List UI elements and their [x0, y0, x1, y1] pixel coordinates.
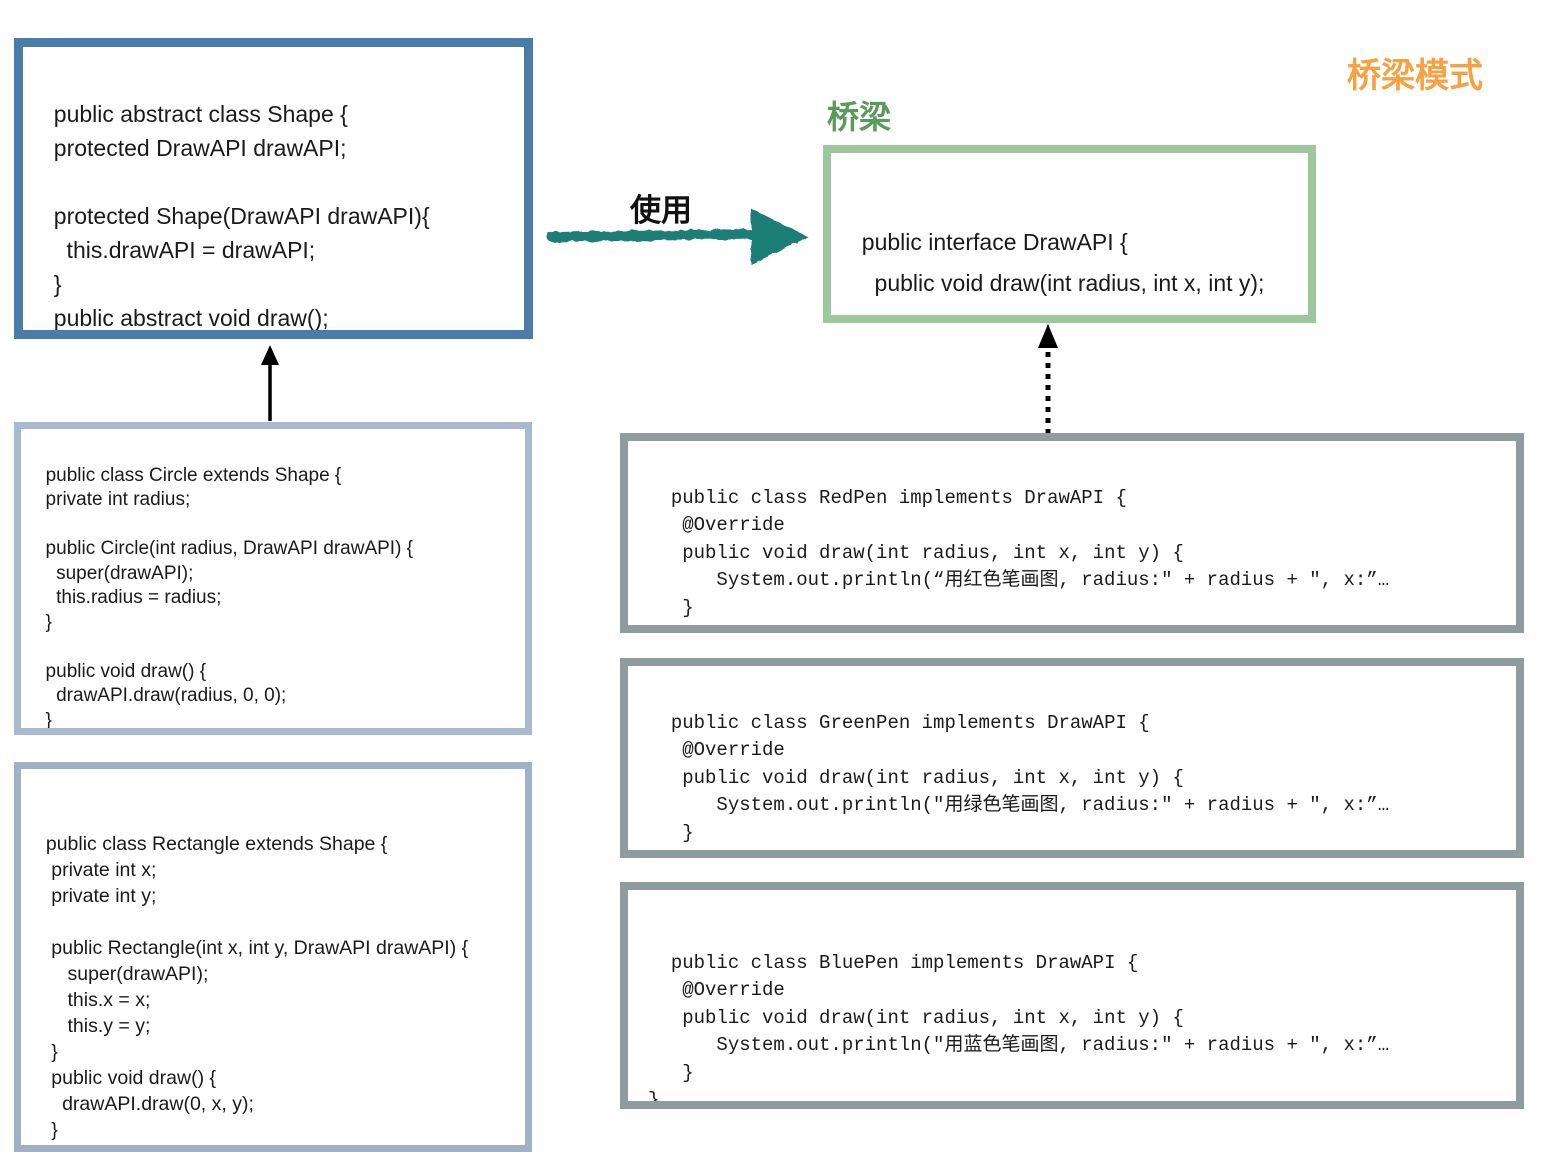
circle-code-box: public class Circle extends Shape { priv… — [14, 422, 532, 735]
use-label: 使用 — [630, 193, 692, 228]
redpen-code-box: public class RedPen implements DrawAPI {… — [620, 433, 1524, 633]
rectangle-code: public class Rectangle extends Shape { p… — [45, 833, 469, 1141]
greenpen-code-box: public class GreenPen implements DrawAPI… — [620, 658, 1524, 858]
bluepen-code: public class BluePen implements DrawAPI … — [648, 951, 1390, 1109]
circle-code: public class Circle extends Shape { priv… — [45, 464, 414, 731]
bridge-label: 桥梁 — [827, 99, 892, 135]
greenpen-code: public class GreenPen implements DrawAPI… — [648, 711, 1390, 851]
rectangle-code-box: public class Rectangle extends Shape { p… — [14, 762, 532, 1152]
use-arrow-icon — [547, 208, 809, 265]
redpen-code: public class RedPen implements DrawAPI {… — [648, 486, 1390, 626]
shape-code-box: public abstract class Shape { protected … — [14, 38, 533, 339]
page-title: 桥梁模式 — [1347, 57, 1483, 95]
implement-arrow-icon — [1038, 324, 1058, 434]
drawapi-code: public interface DrawAPI { public void d… — [849, 229, 1265, 315]
bluepen-code-box: public class BluePen implements DrawAPI … — [620, 882, 1524, 1109]
inherit-arrow-icon — [261, 345, 279, 421]
shape-code: public abstract class Shape { protected … — [53, 101, 430, 331]
drawapi-code-box: public interface DrawAPI { public void d… — [823, 145, 1316, 323]
